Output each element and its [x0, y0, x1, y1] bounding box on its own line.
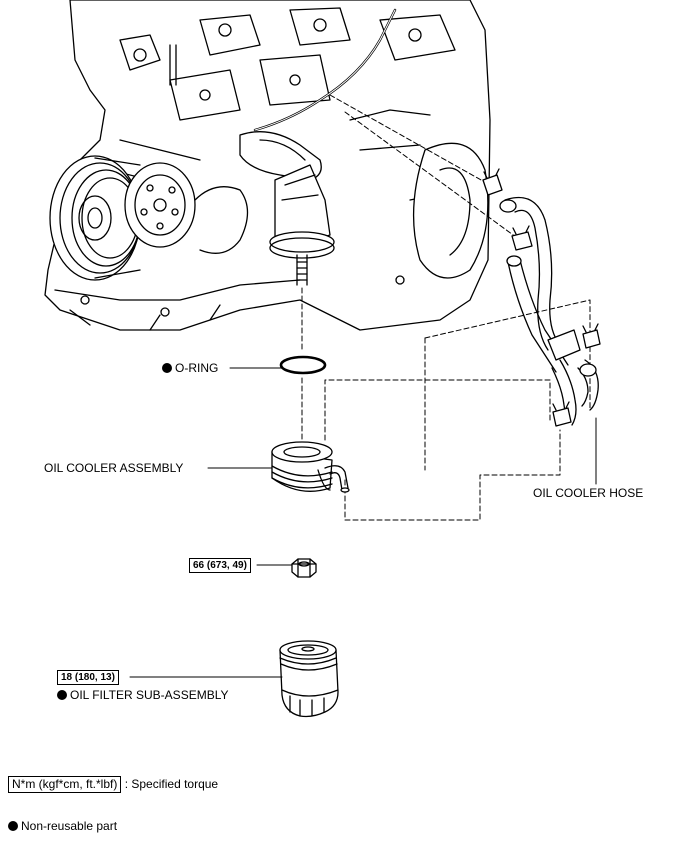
nut [291, 558, 317, 578]
o-ring-label: O-RING [162, 361, 218, 375]
non-reusable-marker-icon [57, 690, 67, 700]
torque-legend-unit: N*m (kgf*cm, ft.*lbf) [8, 776, 122, 793]
oil-cooler-assembly-label: OIL COOLER ASSEMBLY [44, 461, 184, 475]
label-leaders [129, 367, 597, 678]
water-pump-pulley [124, 162, 249, 254]
filter-torque-spec: 18 (180, 13) [57, 670, 119, 685]
oil-cooler-assembly [271, 441, 350, 493]
non-reusable-marker-icon [162, 363, 172, 373]
crank-pulley [49, 155, 141, 281]
o-ring [279, 355, 327, 375]
oil-cooler-hose-label: OIL COOLER HOSE [533, 486, 644, 500]
installation-guide-lines [301, 94, 591, 521]
oil-filter-sub-assembly [279, 640, 339, 718]
non-reusable-legend: Non-reusable part [8, 819, 117, 833]
torque-legend: N*m (kgf*cm, ft.*lbf) : Specified torque [8, 776, 218, 793]
engine-block [44, 0, 491, 331]
oil-filter-label: OIL FILTER SUB-ASSEMBLY [57, 688, 228, 702]
torque-legend-text: : Specified torque [124, 777, 219, 791]
oil-cooler-hose [482, 168, 601, 427]
nut-torque-spec: 66 (673, 49) [189, 558, 251, 573]
non-reusable-marker-icon [8, 821, 18, 831]
